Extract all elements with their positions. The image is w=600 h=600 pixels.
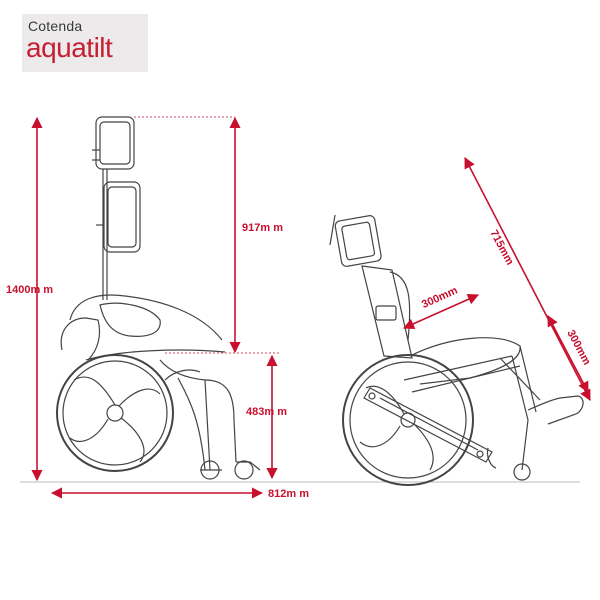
- seat-height-label: 483m m: [246, 406, 287, 418]
- logo: Cotenda aquatilt: [22, 14, 148, 72]
- length-label: 812m m: [268, 488, 309, 500]
- seat-depth-line: [402, 293, 480, 330]
- tilted-length-line: [464, 157, 591, 401]
- tilted-chair: [329, 214, 584, 486]
- logo-brand: Cotenda: [28, 18, 83, 34]
- upright-chair: [56, 116, 261, 480]
- overall-height-label: 1400m m: [6, 284, 54, 296]
- dimension-lines: [31, 116, 591, 499]
- logo-product: aquatilt: [26, 32, 113, 63]
- back-height-label: 917m m: [242, 222, 283, 234]
- footrest-length-line: [547, 315, 589, 393]
